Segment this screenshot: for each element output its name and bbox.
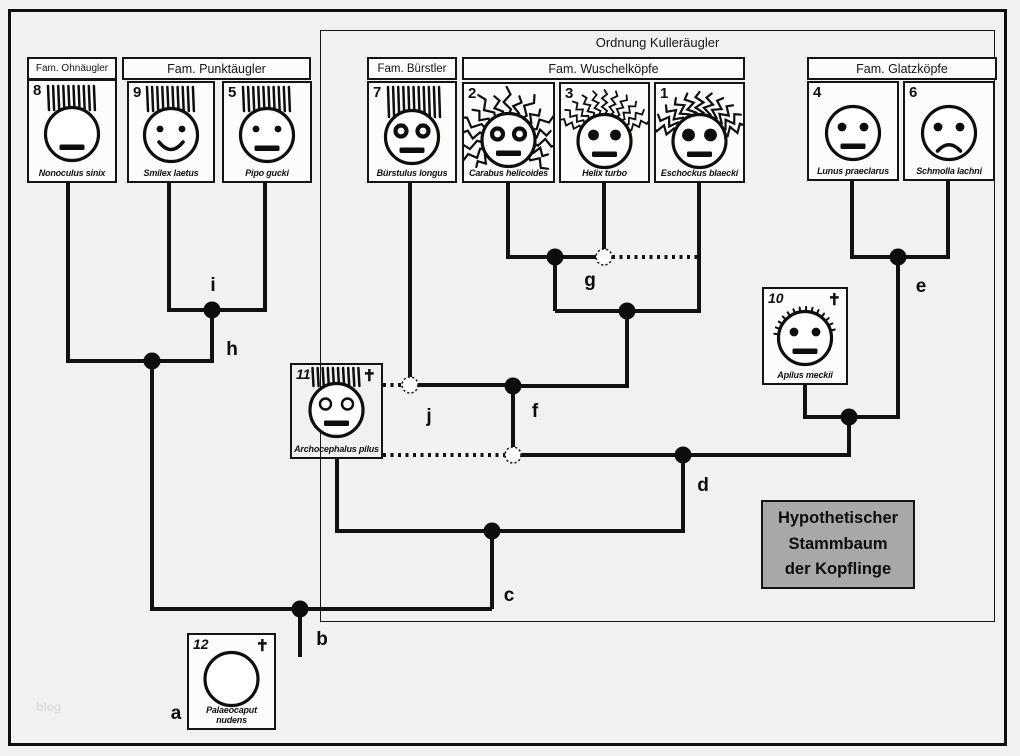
taxon-number: 11 <box>296 366 311 382</box>
taxon-box-smilex-laetus: 9 Smilex laetus <box>127 81 215 183</box>
taxon-number: 5 <box>228 84 237 101</box>
creature-face-icon <box>656 84 743 181</box>
node-label-h: h <box>226 339 238 360</box>
node-label-e: e <box>915 276 927 297</box>
title-line-2: Stammbaum <box>788 534 888 553</box>
taxon-name: Eschockus blaecki <box>660 168 739 179</box>
taxon-name: Lunus praeclarus <box>817 166 889 177</box>
node-label-a: a <box>170 703 182 724</box>
taxon-number: 9 <box>133 84 142 101</box>
taxon-box-palaeocaput-nudens: 12 ✝ Palaeocaput nudens <box>187 633 276 730</box>
taxon-number: 4 <box>813 84 822 101</box>
node-label-j: j <box>426 406 432 427</box>
taxon-number: 6 <box>909 84 918 101</box>
taxon-name: Palaeocaput nudens <box>206 705 257 726</box>
taxon-number: 12 <box>193 636 209 652</box>
taxon-box-nonoculus-sinix: 8 Nonoculus sinix <box>27 79 117 183</box>
family-header-ohnaeugler: Fam. Ohnäugler <box>27 57 117 80</box>
taxon-name: Archocephalus pilus <box>294 444 379 455</box>
node-label-b: b <box>316 629 328 650</box>
ordnung-label: Ordnung Kulleräugler <box>595 35 720 50</box>
taxon-number: 10 <box>768 290 784 306</box>
taxon-name: Carabus helicoides <box>469 168 548 179</box>
taxon-box-buerstulus-longus: 7 Bürstulus longus <box>367 81 457 183</box>
family-header-punktaeugler: Fam. Punktäugler <box>122 57 311 80</box>
taxon-number: 1 <box>660 85 669 102</box>
watermark: blog <box>36 700 62 714</box>
title-line-1: Hypothetischer <box>777 509 899 528</box>
taxon-box-carabus-helicoides: 2 Carabus helicoides <box>462 82 555 183</box>
creature-face-icon <box>189 635 274 728</box>
family-header-buerstler: Fam. Bürstler <box>367 57 457 80</box>
node-label-c: c <box>503 585 515 606</box>
family-header-wuschelkoepfe: Fam. Wuschelköpfe <box>462 57 745 80</box>
taxon-box-pipo-gucki: 5 Pipo gucki <box>222 81 312 183</box>
taxon-box-lunus-praeclarus: 4 Lunus praeclarus <box>807 81 899 181</box>
taxon-name: Nonoculus sinix <box>38 168 106 179</box>
creature-face-icon <box>764 289 846 383</box>
node-label-d: d <box>697 475 709 496</box>
taxon-number: 3 <box>565 85 574 102</box>
extinct-dagger-icon: ✝ <box>362 368 376 385</box>
creature-face-icon <box>905 83 993 179</box>
family-header-glatzkoepfe: Fam. Glatzköpfe <box>807 57 997 80</box>
creature-face-icon <box>464 84 553 181</box>
title-line-3: der Kopflinge <box>784 560 892 579</box>
taxon-box-apilus-meckii: 10 ✝ Apilus meckii <box>762 287 848 385</box>
creature-face-icon <box>224 83 310 181</box>
taxon-number: 2 <box>468 85 477 102</box>
taxon-box-schmolla-lachni: 6 Schmolla lachni <box>903 81 995 181</box>
taxon-name: Schmolla lachni <box>916 166 982 177</box>
taxon-name: Pipo gucki <box>245 168 289 179</box>
ordnung-kulleraeugler-box: Ordnung Kulleräugler <box>320 30 995 622</box>
creature-face-icon <box>561 84 648 181</box>
taxon-box-archocephalus-pilus: 11 ✝ Archocephalus pilus <box>290 363 383 459</box>
taxon-number: 8 <box>33 82 42 99</box>
creature-face-icon <box>29 81 115 181</box>
taxon-number: 7 <box>373 84 382 101</box>
taxon-box-helix-turbo: 3 Helix turbo <box>559 82 650 183</box>
taxon-name: Apilus meckii <box>777 370 833 381</box>
extinct-dagger-icon: ✝ <box>827 292 841 309</box>
taxon-box-eschockus-blaecki: 1 Eschockus blaecki <box>654 82 745 183</box>
taxon-name: Smilex laetus <box>143 168 199 179</box>
diagram-title-box: Hypothetischer Stammbaum der Kopflinge <box>761 500 915 589</box>
creature-face-icon <box>129 83 213 181</box>
creature-face-icon <box>369 83 455 181</box>
node-label-f: f <box>531 401 539 422</box>
extinct-dagger-icon: ✝ <box>255 638 269 655</box>
node-label-i: i <box>210 275 216 296</box>
node-label-g: g <box>584 270 596 291</box>
outer-border <box>8 9 1007 746</box>
creature-face-icon <box>809 83 897 179</box>
taxon-name: Bürstulus longus <box>376 168 448 179</box>
taxon-name: Helix turbo <box>582 168 627 179</box>
